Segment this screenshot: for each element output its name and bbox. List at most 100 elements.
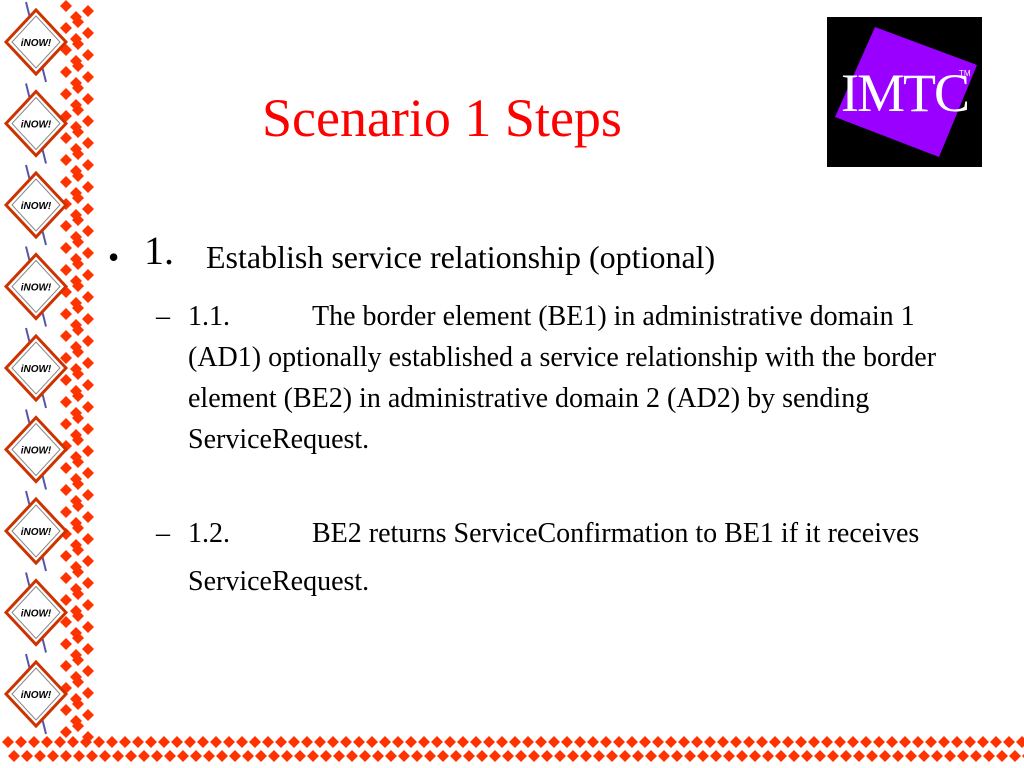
inow-badge-icon: iNOW!	[3, 327, 69, 409]
border-diamond	[879, 750, 891, 762]
border-diamond	[359, 750, 371, 762]
border-diamond	[28, 736, 40, 748]
border-diamond	[190, 750, 202, 762]
border-diamond	[229, 750, 241, 762]
border-diamond	[236, 736, 248, 748]
border-diamond	[47, 750, 59, 762]
border-diamond	[82, 401, 94, 413]
border-diamond	[262, 736, 274, 748]
border-diamond	[697, 750, 709, 762]
border-diamond	[82, 643, 94, 655]
border-diamond	[151, 750, 163, 762]
border-diamond	[749, 750, 761, 762]
border-diamond	[769, 736, 781, 748]
border-diamond	[171, 736, 183, 748]
border-diamond	[866, 750, 878, 762]
border-diamond	[72, 302, 84, 314]
border-diamond	[80, 736, 92, 748]
border-diamond	[1009, 750, 1021, 762]
logo-text: IMTC	[841, 63, 970, 123]
border-diamond	[1003, 736, 1015, 748]
border-diamond	[710, 750, 722, 762]
border-diamond	[82, 489, 94, 501]
border-diamond	[106, 736, 118, 748]
border-diamond	[72, 126, 84, 138]
border-diamond	[72, 434, 84, 446]
border-diamond	[509, 736, 521, 748]
border-diamond	[82, 511, 94, 523]
inow-badge-text: iNOW!	[21, 283, 52, 294]
border-diamond	[197, 736, 209, 748]
border-diamond	[990, 736, 1002, 748]
border-diamond	[60, 66, 72, 78]
border-diamond	[82, 467, 94, 479]
border-diamond	[72, 16, 84, 28]
border-diamond	[60, 374, 72, 386]
border-diamond	[60, 484, 72, 496]
border-diamond	[580, 750, 592, 762]
border-diamond	[72, 390, 84, 402]
border-diamond	[72, 38, 84, 50]
border-diamond	[82, 291, 94, 303]
inow-badge-icon: iNOW!	[3, 653, 69, 735]
border-diamond	[275, 736, 287, 748]
border-diamond	[72, 346, 84, 358]
border-diamond	[983, 750, 995, 762]
sub-bullet-dash: –	[156, 301, 170, 332]
border-diamond	[925, 736, 937, 748]
border-diamond	[431, 736, 443, 748]
border-diamond	[72, 654, 84, 666]
border-diamond	[158, 736, 170, 748]
border-diamond	[691, 736, 703, 748]
inow-badge-icon: iNOW!	[3, 490, 69, 572]
border-diamond	[626, 736, 638, 748]
border-diamond	[67, 736, 79, 748]
border-diamond	[72, 258, 84, 270]
border-diamond	[60, 352, 72, 364]
border-diamond	[60, 572, 72, 584]
border-diamond	[411, 750, 423, 762]
border-diamond	[327, 736, 339, 748]
border-diamond	[60, 750, 72, 762]
border-diamond	[60, 154, 72, 166]
border-diamond	[72, 82, 84, 94]
bullet-text: Establish service relationship (optional…	[206, 239, 716, 275]
border-diamond	[567, 750, 579, 762]
border-diamond	[72, 280, 84, 292]
border-diamond	[502, 750, 514, 762]
border-diamond	[970, 750, 982, 762]
border-diamond	[72, 478, 84, 490]
inow-badge-icon: iNOW!	[3, 409, 69, 490]
border-diamond	[60, 242, 72, 254]
border-diamond	[60, 88, 72, 100]
border-diamond	[72, 698, 84, 710]
border-diamond	[619, 750, 631, 762]
border-diamond	[60, 396, 72, 408]
imtc-logo: IMTC TM	[827, 17, 982, 167]
border-diamond	[405, 736, 417, 748]
border-diamond	[853, 750, 865, 762]
border-diamond	[72, 60, 84, 72]
border-diamond	[437, 750, 449, 762]
border-diamond	[457, 736, 469, 748]
border-diamond	[82, 247, 94, 259]
border-diamond	[2, 736, 14, 748]
border-diamond	[736, 750, 748, 762]
border-diamond	[86, 750, 98, 762]
border-diamond	[60, 704, 72, 716]
slide-title: Scenario 1 Steps	[262, 88, 622, 148]
border-diamond	[184, 736, 196, 748]
border-diamond	[132, 736, 144, 748]
border-diamond	[21, 750, 33, 762]
border-diamond	[652, 736, 664, 748]
border-diamond	[82, 225, 94, 237]
border-diamond	[82, 445, 94, 457]
border-diamond	[60, 308, 72, 320]
logo-trademark: TM	[959, 69, 971, 78]
border-diamond	[840, 750, 852, 762]
border-diamond	[145, 736, 157, 748]
border-diamond	[72, 522, 84, 534]
border-diamond	[723, 750, 735, 762]
border-diamond	[938, 736, 950, 748]
